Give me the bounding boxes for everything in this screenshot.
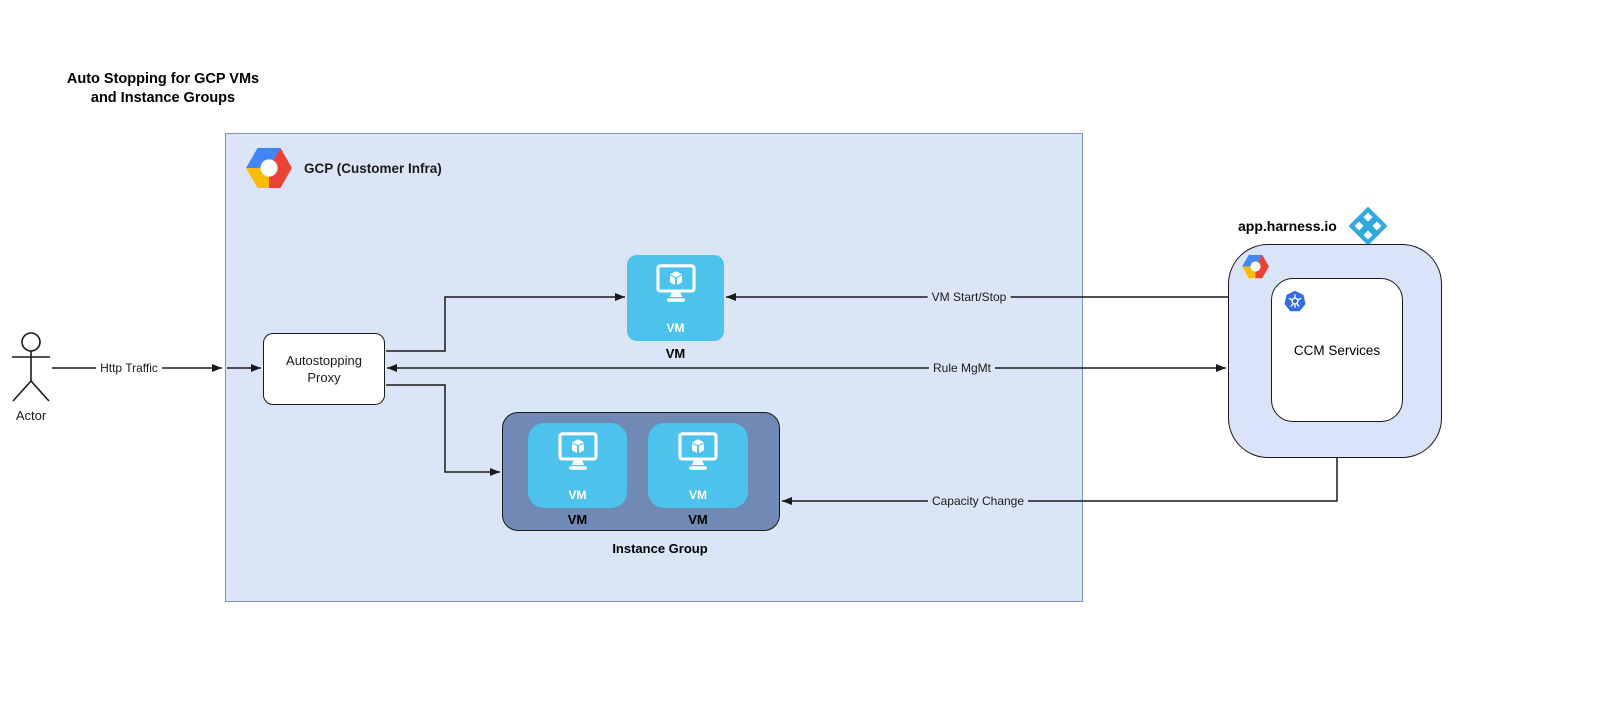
edge-label-capacity-change: Capacity Change <box>927 494 1029 508</box>
autostopping-proxy-node: Autostopping Proxy <box>263 333 385 405</box>
instance-group-vm1-node: VM <box>528 423 627 508</box>
harness-header: app.harness.io <box>1238 206 1387 246</box>
instance-group-vm1-caption: VM <box>567 512 588 527</box>
edge-label-http-traffic: Http Traffic <box>96 361 162 375</box>
vm-inner-label: VM <box>568 488 587 502</box>
vm-monitor-icon <box>678 432 718 470</box>
gcp-container-label: GCP (Customer Infra) <box>304 161 442 176</box>
actor-label: Actor <box>15 408 47 423</box>
instance-group-vm2-node: VM <box>648 423 748 508</box>
vm-inner-label: VM <box>666 321 685 335</box>
gcp-logo-icon <box>1242 254 1269 279</box>
vm-monitor-icon <box>557 432 598 470</box>
diagram-title: Auto Stopping for GCP VMs and Instance G… <box>38 70 288 108</box>
actor-icon <box>12 332 50 402</box>
vm-caption: VM <box>665 346 686 361</box>
vm-inner-label: VM <box>689 488 707 502</box>
instance-group-label: Instance Group <box>612 541 708 556</box>
proxy-label-line2: Proxy <box>307 370 341 385</box>
gcp-logo-icon <box>246 147 292 189</box>
proxy-label-line1: Autostopping <box>286 353 362 368</box>
title-line1: Auto Stopping for GCP VMs <box>66 71 260 87</box>
vm-node: VM <box>627 255 724 341</box>
harness-title: app.harness.io <box>1238 218 1337 234</box>
kubernetes-icon <box>1284 290 1306 312</box>
edge-label-rule-mgmt: Rule MgMt <box>928 361 996 375</box>
vm-monitor-icon <box>655 264 696 302</box>
ccm-services-label: CCM Services <box>1293 342 1381 358</box>
title-line2: and Instance Groups <box>90 90 236 106</box>
edge-label-vm-start-stop: VM Start/Stop <box>927 290 1011 304</box>
instance-group-vm2-caption: VM <box>688 512 708 527</box>
harness-logo-icon <box>1348 207 1387 245</box>
